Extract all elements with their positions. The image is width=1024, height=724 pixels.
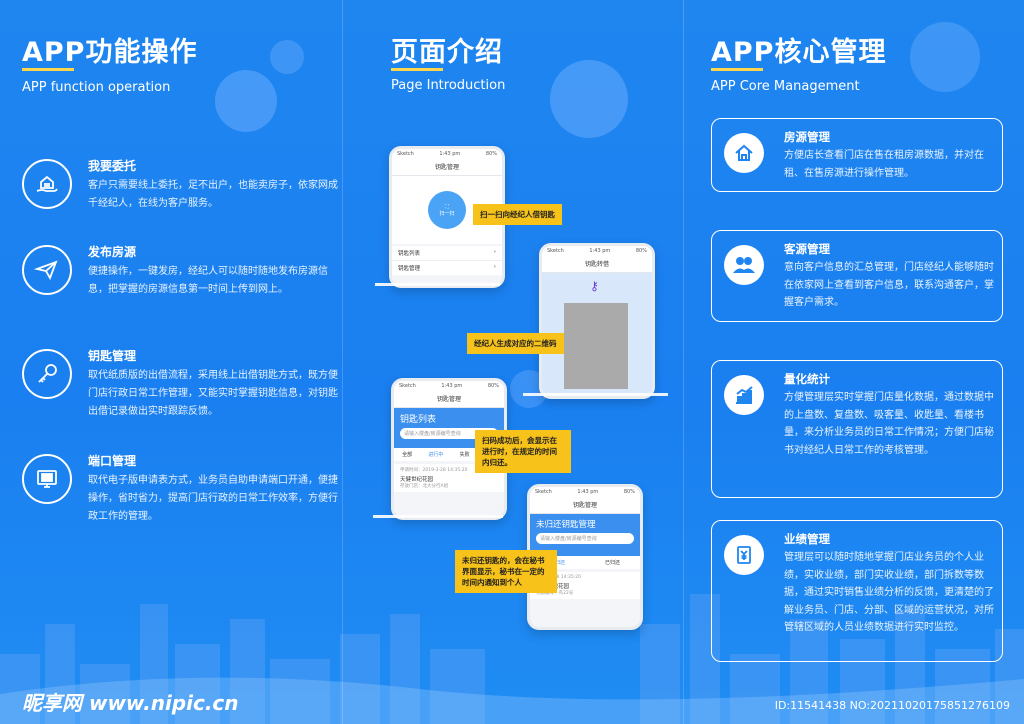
tab[interactable]: 已归还	[604, 560, 620, 566]
feature-desc: 取代电子版申请表方式，业务员自助申请端口开通，便捷操作，省时省力，提高门店行政的…	[88, 475, 338, 522]
card-client-management: 客源管理 意向客户信息的汇总管理，门店经纪人能够随时在依家网上查看到客户信息，联…	[711, 230, 1003, 322]
tab-bar: 未归还 已归还	[530, 556, 640, 569]
feature-title: 我要委托	[88, 159, 137, 173]
list-item[interactable]: 钥匙列表›	[392, 246, 502, 261]
watermark-logo: 昵享网 www.nipic.cn	[22, 691, 239, 715]
feature-ports: 端口管理 取代电子版申请表方式，业务员自助申请端口开通，便捷操作，省时省力，提高…	[22, 452, 338, 542]
panel-subtitle: APP function operation	[22, 80, 171, 95]
panel-title: APP功能操作	[22, 37, 198, 68]
feature-title: 端口管理	[88, 454, 137, 468]
qrcode-image	[564, 303, 628, 389]
panel-subtitle: APP Core Management	[711, 79, 860, 94]
callout: 扫码成功后，会显示在进行时，在规定的时间内归还。	[475, 430, 571, 473]
scan-icon: ⛶	[445, 203, 449, 210]
search-input[interactable]: 请输入楼盘/房源编号查询	[400, 428, 498, 439]
feature-title: 发布房源	[88, 245, 137, 259]
card-desc: 方便店长查看门店在售在租房源数据，并对在租、在售房源进行操作管理。	[784, 150, 984, 179]
banner-title: 未归还钥匙管理	[536, 520, 596, 530]
card-title: 客源管理	[784, 242, 830, 256]
decor-circle	[270, 40, 304, 74]
decor-circle	[550, 60, 628, 138]
city-skyline	[0, 594, 1024, 724]
users-icon	[724, 245, 764, 285]
feature-publish: 发布房源 便捷操作，一键发房，经纪人可以随时随地发布房源信息，把掌握的房源信息第…	[22, 243, 334, 333]
title-underline	[711, 68, 763, 71]
watermark-id: ID:11541438 NO:20211020175851276109	[774, 699, 1010, 712]
panel-title: APP核心管理	[711, 37, 887, 68]
tab[interactable]: 未归还	[549, 560, 565, 566]
callout: 经纪人生成对应的二维码	[467, 333, 564, 354]
card-desc: 方便管理层实时掌握门店量化数据，通过数据中的上盘数、复盘数、吸客量、收匙量、看楼…	[784, 392, 994, 456]
decor-circle	[215, 70, 277, 132]
feature-entrust: 我要委托 客户只需要线上委托，足不出户，也能卖房子，依家网成千经纪人，在线为客户…	[22, 157, 338, 237]
card-performance: 业绩管理 管理层可以随时随地掌握门店业务员的个人业绩，实收业绩，部门实收业绩，部…	[711, 520, 1003, 662]
callout: 扫一扫向经纪人借钥匙	[473, 204, 562, 225]
feature-desc: 取代纸质版的出借流程，采用线上出借钥匙方式，既方便门店行政日常工作管理，又能实时…	[88, 370, 338, 417]
shelf-line	[523, 393, 668, 396]
feature-desc: 客户只需要线上委托，足不出户，也能卖房子，依家网成千经纪人，在线为客户服务。	[88, 180, 338, 209]
search-input[interactable]: 请输入楼盘/房源编号查询	[536, 533, 634, 544]
house-icon	[724, 133, 764, 173]
screen-header: 钥匙转借	[542, 258, 652, 273]
tab[interactable]: 失败	[459, 452, 470, 458]
title-underline	[22, 68, 74, 71]
paper-plane-icon	[22, 245, 72, 295]
key-icon	[22, 349, 72, 399]
feature-desc: 便捷操作，一键发房，经纪人可以随时随地发布房源信息，把掌握的房源信息第一时间上传…	[88, 266, 328, 295]
yen-document-icon	[724, 535, 764, 575]
card-statistics: 量化统计 方便管理层实时掌握门店量化数据，通过数据中的上盘数、复盘数、吸客量、收…	[711, 360, 1003, 498]
banner-title: 钥匙列表	[400, 415, 437, 425]
card-title: 业绩管理	[784, 532, 830, 546]
decor-circle	[910, 22, 980, 92]
scan-button[interactable]: ⛶扫一扫	[428, 191, 466, 229]
house-hand-icon	[22, 159, 72, 209]
callout: 未归还钥匙的，会在秘书界面显示，秘书在一定的时间内通知到个人	[455, 550, 557, 593]
list-item[interactable]: 钥匙管理›	[398, 264, 496, 272]
monitor-icon	[22, 454, 72, 504]
panel-core-management: APP核心管理 APP Core Management 房源管理 方便店长查看门…	[683, 0, 1024, 724]
title-underline	[391, 68, 443, 71]
panel-app-functions: APP功能操作 APP function operation 我要委托 客户只需…	[0, 0, 342, 724]
card-desc: 管理层可以随时随地掌握门店业务员的个人业绩，实收业绩，部门实收业绩，部门拆数等数…	[784, 552, 994, 633]
key-icon: ⚷	[590, 279, 599, 293]
screen-header: 钥匙管理	[530, 499, 640, 514]
chart-icon	[724, 375, 764, 415]
screen-header: 钥匙管理	[394, 393, 504, 408]
panel-title: 页面介绍	[391, 37, 503, 68]
shelf-line	[373, 515, 503, 518]
tab[interactable]: 进行中	[428, 452, 444, 458]
card-property-management: 房源管理 方便店长查看门店在售在租房源数据，并对在租、在售房源进行操作管理。	[711, 118, 1003, 192]
screen-header: 钥匙管理	[392, 161, 502, 176]
card-desc: 意向客户信息的汇总管理，门店经纪人能够随时在依家网上查看到客户信息，联系沟通客户…	[784, 262, 994, 308]
menu-list: 钥匙列表› 钥匙管理›	[392, 246, 502, 275]
card-title: 房源管理	[784, 130, 830, 144]
banner: 未归还钥匙管理 请输入楼盘/房源编号查询	[530, 514, 640, 556]
card-title: 量化统计	[784, 372, 830, 386]
feature-title: 钥匙管理	[88, 349, 137, 363]
tab[interactable]: 全部	[402, 452, 413, 458]
shelf-line	[375, 283, 500, 286]
feature-keys: 钥匙管理 取代纸质版的出借流程，采用线上出借钥匙方式，既方便门店行政日常工作管理…	[22, 347, 338, 437]
panel-subtitle: Page Introduction	[391, 78, 506, 93]
